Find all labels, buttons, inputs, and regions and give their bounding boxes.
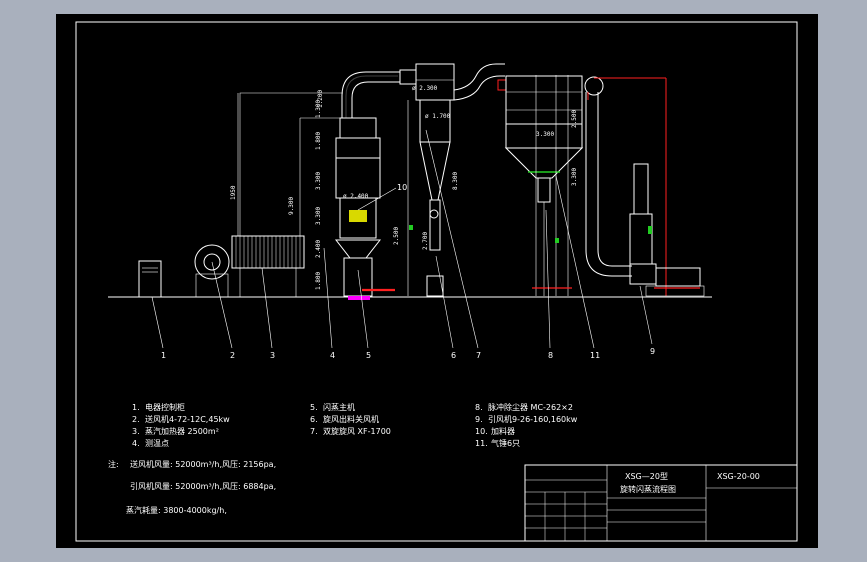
legend-7-num: 7. [310, 427, 318, 436]
dim-dia1700: ø 1.700 [425, 113, 451, 120]
dim-1950: 1950 [230, 185, 237, 200]
dim-3300c: 3.300 [536, 131, 554, 138]
legend: 1. 电器控制柜 2. 送风机4-72-12C,45kw 3. 蒸汽加热器 25… [132, 402, 578, 448]
dim-1800b: 1.800 [315, 272, 322, 290]
legend-10-num: 10. [475, 427, 488, 436]
legend-2-num: 2. [132, 415, 140, 424]
title-drawing-no: XSG-20-00 [717, 472, 760, 481]
top-duct [341, 69, 417, 118]
exhaust-duct [584, 76, 667, 296]
dim-2700: 2.700 [422, 232, 429, 250]
legend-3-text: 蒸汽加热器 2500m² [145, 426, 219, 436]
legend-2-text: 送风机4-72-12C,45kw [145, 414, 230, 424]
control-cabinet [138, 260, 162, 298]
callout-7: 7 [476, 351, 481, 360]
induced-draft-fan [629, 163, 705, 297]
dim-1200: 1.200 [317, 90, 324, 108]
structure-outline [237, 92, 343, 236]
legend-5-num: 5. [310, 403, 318, 412]
legend-3-num: 3. [132, 427, 140, 436]
legend-11-text: 气锤6只 [491, 438, 520, 448]
legend-5-text: 闪蒸主机 [323, 402, 355, 412]
legend-8-text: 脉冲除尘器 MC-262×2 [488, 402, 573, 412]
title-name: 旋转闪蒸流程图 [620, 484, 676, 494]
dim-2500b: 2.500 [571, 110, 578, 128]
pulse-dust-collector [504, 75, 584, 296]
dim-3300d: 3.300 [571, 168, 578, 186]
main-base-highlight [348, 296, 370, 300]
callout-10: 10 [397, 183, 407, 192]
sheet-background [56, 14, 818, 548]
callout-1: 1 [161, 351, 166, 360]
title-model: XSG—20型 [625, 472, 668, 481]
legend-11-num: 11. [475, 439, 488, 448]
dimension-labels: 1950 9.300 1.200 1.800 3.300 3.300 2.400… [230, 85, 578, 290]
callout-9: 9 [650, 347, 655, 356]
drawing-frame [75, 21, 798, 542]
legend-9-text: 引风机9-26-160,160kw [488, 414, 578, 424]
callout-11: 11 [590, 351, 600, 360]
notes-line3: 蒸汽耗量: 3800-4000kg/h, [126, 505, 227, 515]
notes-line1: 送风机风量: 52000m³/h,风压: 2156pa, [130, 459, 276, 469]
legend-1-num: 1. [132, 403, 140, 412]
legend-9-num: 9. [475, 415, 483, 424]
title-block: XSG—20型 旋转闪蒸流程图 XSG-20-00 [524, 464, 798, 542]
callout-4: 4 [330, 351, 335, 360]
blower-fan [194, 244, 230, 298]
legend-7-text: 双旋旋风 XF-1700 [323, 426, 391, 436]
dim-2400: 2.400 [315, 240, 322, 258]
dim-9300: 9.300 [288, 197, 295, 215]
dim-1800a: 1.800 [315, 132, 322, 150]
legend-4-num: 4. [132, 439, 140, 448]
notes-prefix: 注: [108, 459, 119, 469]
legend-6-num: 6. [310, 415, 318, 424]
flash-dryer-main [334, 117, 395, 300]
callout-2: 2 [230, 351, 235, 360]
dim-1300: 1.300 [315, 100, 322, 118]
callout-leaders [151, 129, 653, 349]
dim-2500: 2.500 [393, 227, 400, 245]
measurement-markers [409, 225, 559, 243]
notes-line2: 引风机风量: 52000m³/h,风压: 6884pa, [130, 481, 276, 491]
cyclone-separator [407, 63, 455, 297]
callout-8: 8 [548, 351, 553, 360]
callout-numbers: 1 2 3 4 5 6 7 8 11 9 10 [161, 183, 655, 360]
callout-3: 3 [270, 351, 275, 360]
legend-1-text: 电器控制柜 [145, 402, 185, 412]
legend-4-text: 测温点 [145, 439, 169, 448]
callout-6: 6 [451, 351, 456, 360]
dim-dia2400: ø 2.400 [343, 193, 369, 200]
dim-dia2300: ø 2.300 [412, 85, 438, 92]
dim-8300: 8.300 [452, 172, 459, 190]
notes: 注: 送风机风量: 52000m³/h,风压: 2156pa, 引风机风量: 5… [108, 459, 276, 515]
callout-5: 5 [366, 351, 371, 360]
steam-heater [231, 235, 305, 297]
legend-6-text: 旋风出料关风机 [323, 414, 379, 424]
legend-8-num: 8. [475, 403, 483, 412]
legend-10-text: 加料器 [491, 426, 515, 436]
feeder-highlight [349, 210, 367, 222]
dim-3300b: 3.300 [315, 207, 322, 225]
dim-3300a: 3.300 [315, 172, 322, 190]
